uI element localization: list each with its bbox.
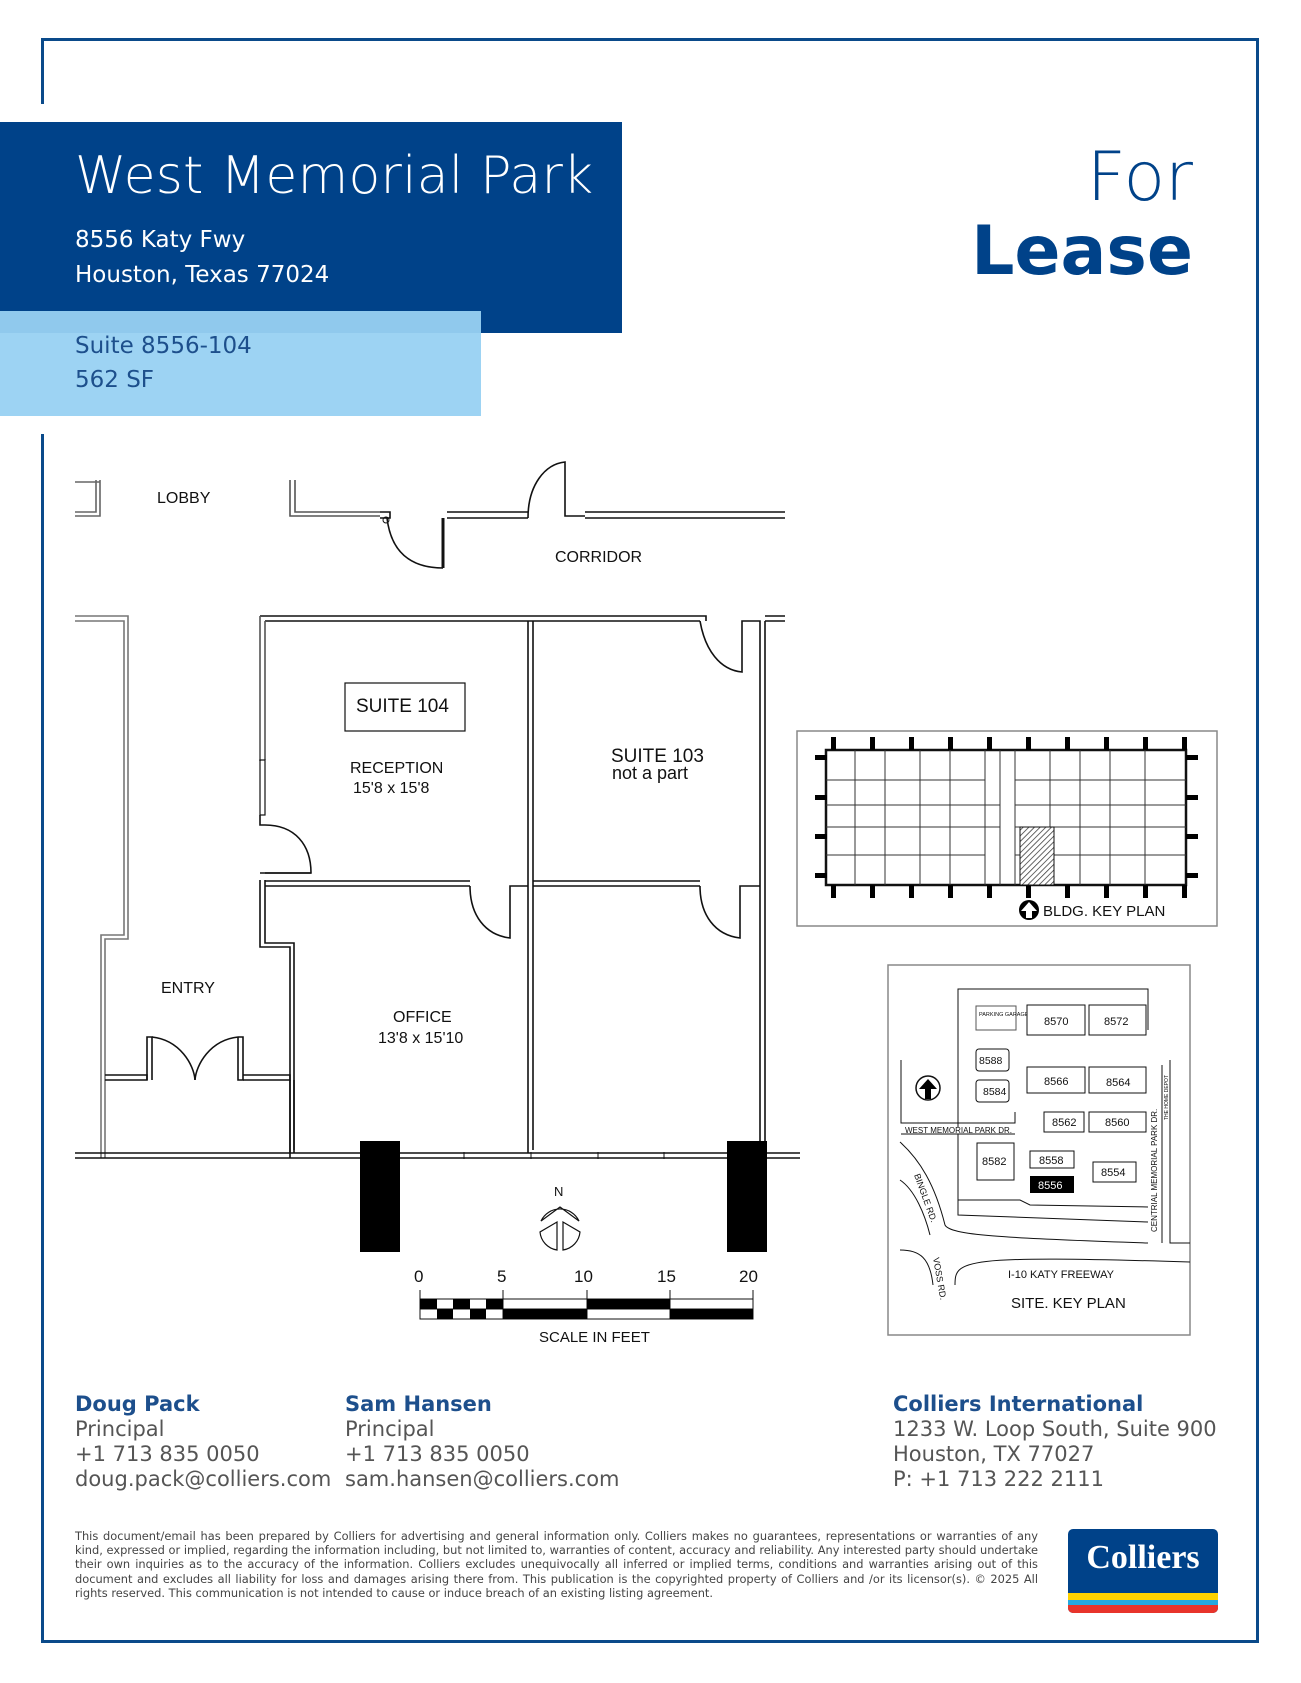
svg-text:8566: 8566 — [1044, 1076, 1068, 1088]
suite-103-label: SUITE 103 — [611, 746, 704, 767]
office-dims: 13'8 x 15'10 — [378, 1030, 463, 1047]
svg-text:8570: 8570 — [1044, 1016, 1068, 1028]
suite-number: Suite 8556-104 — [75, 333, 252, 359]
svg-text:8584: 8584 — [983, 1086, 1007, 1098]
svg-text:0: 0 — [414, 1267, 423, 1286]
contact-phone[interactable]: +1 713 835 0050 — [75, 1442, 260, 1466]
svg-text:CENTRIAL MEMORIAL PARK DR.: CENTRIAL MEMORIAL PARK DR. — [1150, 1109, 1159, 1232]
north-arrow-icon — [1019, 900, 1039, 920]
svg-text:8562: 8562 — [1052, 1117, 1076, 1129]
suite-104-label: SUITE 104 — [356, 696, 449, 717]
company-info: Colliers International 1233 W. Loop Sout… — [893, 1392, 1217, 1492]
company-phone[interactable]: P: +1 713 222 2111 — [893, 1467, 1105, 1491]
address-line-2: Houston, Texas 77024 — [75, 262, 330, 288]
svg-text:8558: 8558 — [1039, 1155, 1063, 1167]
highlighted-building — [1030, 1176, 1074, 1193]
reception-dims: 15'8 x 15'8 — [353, 780, 429, 797]
building-key-plan: BLDG. KEY PLAN — [796, 730, 1218, 927]
svg-text:THE HOME DEPOT: THE HOME DEPOT — [1164, 1075, 1170, 1120]
svg-text:8564: 8564 — [1106, 1077, 1130, 1089]
legal-disclaimer: This document/email has been prepared by… — [75, 1529, 1038, 1600]
north-arrow-icon: N — [539, 1184, 581, 1251]
contact-title: Principal — [75, 1417, 165, 1441]
lobby-label: LOBBY — [157, 490, 211, 507]
logo-stripe-red — [1068, 1605, 1218, 1613]
logo-wordmark: Colliers — [1086, 1539, 1200, 1576]
company-address-2: Houston, TX 77027 — [893, 1442, 1095, 1466]
property-title: West Memorial Park — [75, 146, 594, 206]
site-key-plan-caption: SITE. KEY PLAN — [1011, 1295, 1126, 1312]
suite-103-note: not a part — [612, 763, 688, 783]
bldg-key-plan-caption: BLDG. KEY PLAN — [1043, 903, 1165, 920]
contact-email[interactable]: sam.hansen@colliers.com — [345, 1467, 620, 1491]
address-line-1: 8556 Katy Fwy — [75, 227, 246, 253]
svg-text:10: 10 — [574, 1267, 593, 1286]
contact-phone[interactable]: +1 713 835 0050 — [345, 1442, 530, 1466]
svg-text:N: N — [554, 1184, 563, 1199]
svg-text:WEST MEMORIAL PARK DR.: WEST MEMORIAL PARK DR. — [905, 1126, 1012, 1135]
company-address-1: 1233 W. Loop South, Suite 900 — [893, 1417, 1217, 1441]
svg-text:8572: 8572 — [1104, 1016, 1128, 1028]
svg-text:5: 5 — [497, 1267, 506, 1286]
reception-label: RECEPTION — [350, 760, 443, 777]
header-band — [0, 122, 622, 333]
svg-text:8556: 8556 — [1038, 1180, 1062, 1192]
contact-card-sam: Sam Hansen Principal +1 713 835 0050 sam… — [345, 1392, 620, 1492]
logo-stripe-yellow — [1068, 1593, 1218, 1600]
svg-text:SCALE IN FEET: SCALE IN FEET — [539, 1329, 650, 1346]
company-name: Colliers International — [893, 1392, 1144, 1416]
svg-text:8582: 8582 — [982, 1156, 1006, 1168]
contact-email[interactable]: doug.pack@colliers.com — [75, 1467, 332, 1491]
logo-stripe-cyan — [1068, 1600, 1218, 1605]
entry-label: ENTRY — [161, 980, 215, 997]
contact-name: Sam Hansen — [345, 1392, 492, 1416]
contact-title: Principal — [345, 1417, 435, 1441]
listing-type-for: For — [1086, 138, 1193, 217]
svg-text:PARKING GARAGE: PARKING GARAGE — [979, 1012, 1029, 1018]
contact-name: Doug Pack — [75, 1392, 200, 1416]
svg-text:8588: 8588 — [979, 1055, 1003, 1067]
svg-text:I-10 KATY FREEWAY: I-10 KATY FREEWAY — [1008, 1269, 1115, 1281]
column-right — [727, 1141, 767, 1252]
page-border — [41, 38, 1259, 1643]
svg-text:8560: 8560 — [1105, 1117, 1129, 1129]
listing-type-lease: Lease — [971, 212, 1193, 291]
svg-text:15: 15 — [657, 1267, 676, 1286]
scale-bar: 0 5 10 15 20 SCALE IN FEET — [414, 1267, 758, 1346]
suite-size: 562 SF — [75, 367, 155, 393]
corridor-label: CORRIDOR — [555, 549, 642, 566]
colliers-logo: Colliers — [1068, 1529, 1218, 1613]
band-overlap — [0, 311, 481, 333]
office-label: OFFICE — [393, 1009, 452, 1026]
svg-text:20: 20 — [739, 1267, 758, 1286]
north-arrow-icon — [915, 1075, 941, 1101]
site-key-plan: PARKING GARAGE 8570 8572 8588 8584 8566 … — [887, 964, 1191, 1336]
contact-card-doug: Doug Pack Principal +1 713 835 0050 doug… — [75, 1392, 331, 1492]
column-left — [360, 1141, 400, 1252]
svg-text:8554: 8554 — [1101, 1167, 1125, 1179]
